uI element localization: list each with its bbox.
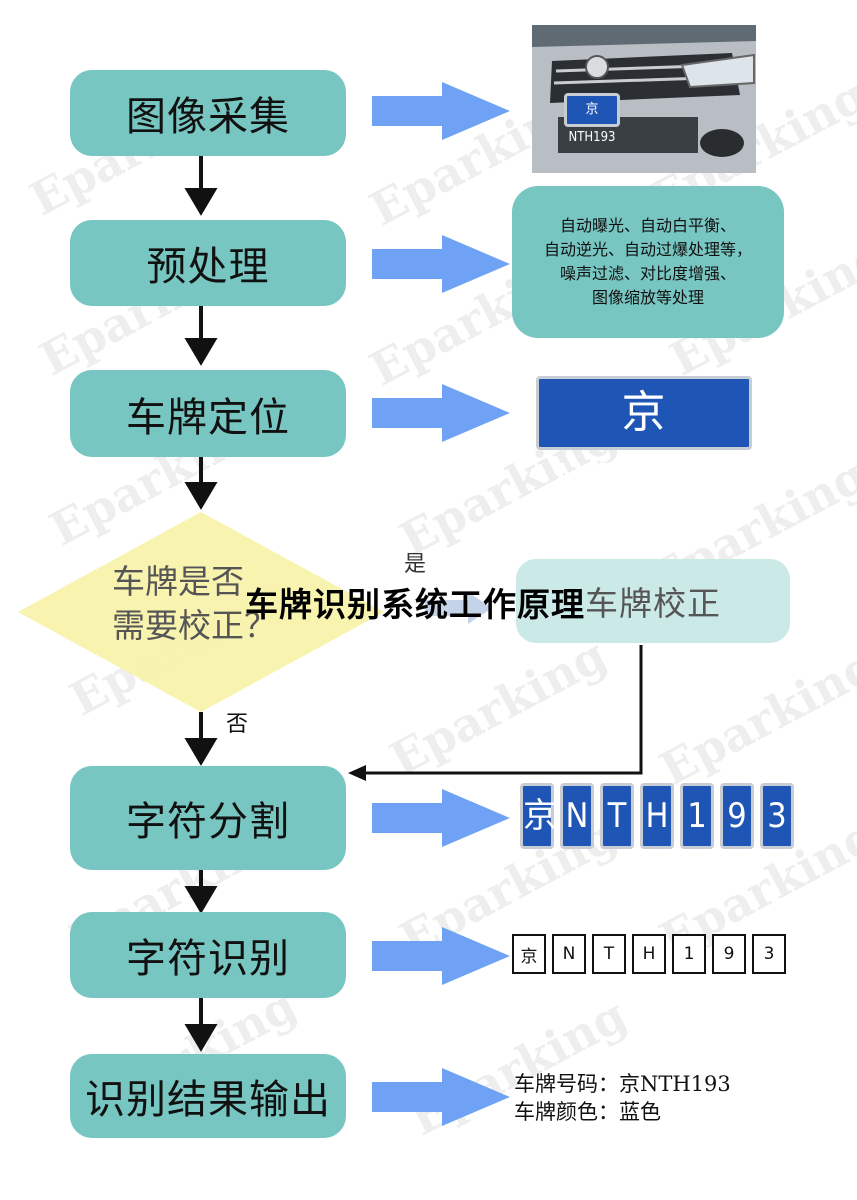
plate-dot: ·: [585, 455, 599, 506]
desc-line-1: 自动曝光、自动白平衡、: [559, 216, 736, 235]
segment-char: 3: [760, 783, 794, 849]
step-label: 字符分割: [126, 799, 290, 845]
decision-text: 车牌是否 需要校正？: [112, 560, 277, 648]
desc-line-4: 图像缩放等处理: [591, 288, 704, 307]
recognized-char: 京: [512, 934, 546, 974]
desc-line-3: 噪声过滤、对比度增强、: [559, 264, 736, 283]
step-label: 字符识别: [126, 936, 290, 982]
plate-suffix: TH193: [598, 455, 734, 506]
result-plate-number: 车牌号码：京NTH193: [514, 1072, 731, 1096]
recognized-chars: 京 N T H 1 9 3: [512, 934, 792, 974]
segmented-plate: 京 N T H 1 9 3: [520, 783, 794, 849]
segment-char: N: [560, 783, 594, 849]
step-label: 预处理: [146, 244, 270, 290]
step-plate-locate: 车牌定位: [70, 370, 346, 457]
step-label: 图像采集: [126, 94, 290, 140]
recognized-char: T: [592, 934, 626, 974]
segment-char: 9: [720, 783, 754, 849]
step-char-segment: 字符分割: [70, 766, 346, 870]
desc-line-2: 自动逆光、自动过爆处理等，: [543, 240, 752, 259]
step-label: 识别结果输出: [85, 1077, 331, 1123]
car-photo-plate: 京NTH193: [564, 93, 620, 145]
segment-char: H: [640, 783, 674, 849]
segment-char: 京: [520, 783, 557, 849]
step-char-recognize: 字符识别: [70, 912, 346, 998]
segment-char: T: [600, 783, 634, 849]
plate-suffix: TH193: [577, 130, 616, 145]
result-plate-color: 车牌颜色：蓝色: [514, 1100, 661, 1124]
plate-prefix: 京N: [568, 102, 599, 145]
step-image-capture: 图像采集: [70, 70, 346, 156]
no-label: 否: [226, 712, 249, 737]
step-plate-correct: 车牌校正: [516, 559, 790, 643]
step-label: 车牌定位: [126, 394, 290, 441]
preprocess-description: 自动曝光、自动白平衡、 自动逆光、自动过爆处理等， 噪声过滤、对比度增强、 图像…: [512, 186, 784, 338]
step-result-output: 识别结果输出: [70, 1054, 346, 1138]
step-label: 车牌校正: [585, 584, 721, 623]
step-preprocess: 预处理: [70, 220, 346, 306]
segment-char: 1: [680, 783, 714, 849]
recognized-char: 9: [712, 934, 746, 974]
recognition-result: 车牌号码：京NTH193 车牌颜色：蓝色: [514, 1070, 731, 1126]
overlay-title: 车牌识别系统工作原理: [245, 585, 585, 624]
recognized-char: 1: [672, 934, 706, 974]
recognized-char: N: [552, 934, 586, 974]
decision-line-1: 车牌是否: [112, 562, 244, 601]
recognized-char: 3: [752, 934, 786, 974]
located-plate: 京N·TH193: [536, 376, 752, 506]
decision-line-2: 需要校正？: [112, 606, 277, 645]
plate-prefix: 京N: [554, 387, 667, 506]
recognized-char: H: [632, 934, 666, 974]
yes-label: 是: [404, 552, 427, 577]
